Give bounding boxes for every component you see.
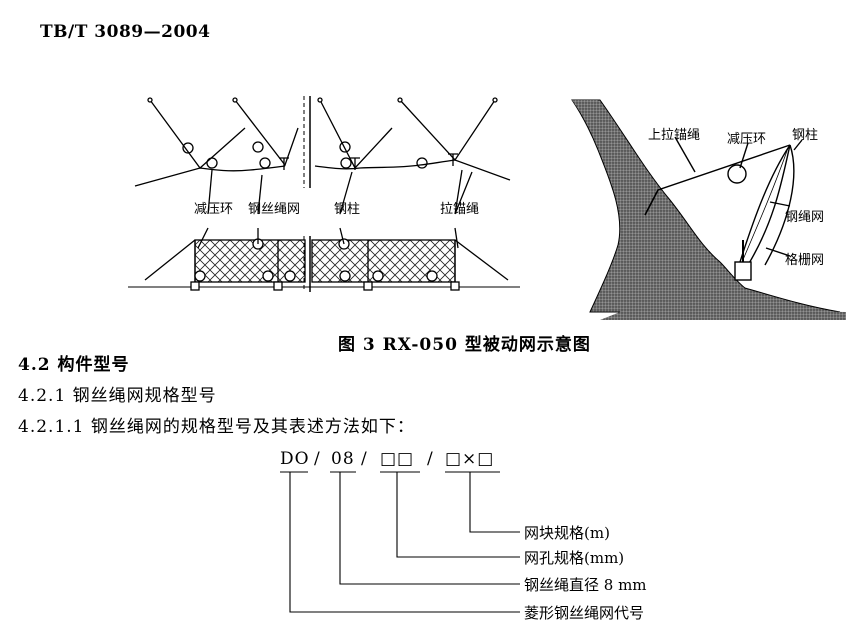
section-heading-4-2-1: 4.2.1 钢丝绳网规格型号: [18, 386, 217, 406]
code-separator-2: /: [361, 449, 368, 469]
label-anchor-rope: 拉锚绳: [440, 202, 480, 217]
label-pressure-ring: 减压环: [194, 202, 234, 217]
code-separator-1: /: [314, 449, 321, 469]
code-format-lines: [280, 471, 520, 613]
code-part-type: DO: [280, 449, 310, 469]
figure-caption: 图 3 RX-050 型被动网示意图: [338, 335, 591, 355]
code-label-type-code: 菱形钢丝绳网代号: [524, 604, 645, 622]
section-paragraph-4-2-1-1: 4.2.1.1 钢丝绳网的规格型号及其表述方法如下：: [18, 417, 415, 437]
label-steel-post-right: 钢柱: [792, 128, 819, 143]
plan-view: [134, 96, 511, 215]
label-rope-net: 钢丝绳网: [248, 202, 301, 217]
section-heading-4-2: 4.2 构件型号: [18, 355, 130, 375]
code-label-mesh-size: 网孔规格(mm): [524, 549, 625, 567]
document-code: TB/T 3089—2004: [40, 22, 211, 42]
label-rope-net-right: 钢绳网: [785, 210, 825, 225]
code-part-mesh: □□: [380, 449, 415, 469]
code-label-panel-size: 网块规格(m): [524, 524, 610, 542]
label-steel-post: 钢柱: [334, 202, 361, 217]
section-view: [571, 99, 846, 320]
code-label-rope-diameter: 钢丝绳直径 8 mm: [524, 576, 647, 594]
code-part-panel: □×□: [445, 449, 495, 469]
elevation-view: [128, 227, 520, 292]
label-grid-net: 格栅网: [785, 253, 825, 268]
label-pressure-ring-right: 减压环: [727, 132, 767, 147]
code-separator-3: /: [427, 449, 434, 469]
code-part-diameter: 08: [331, 449, 355, 469]
label-upper-anchor-rope: 上拉锚绳: [648, 128, 701, 143]
